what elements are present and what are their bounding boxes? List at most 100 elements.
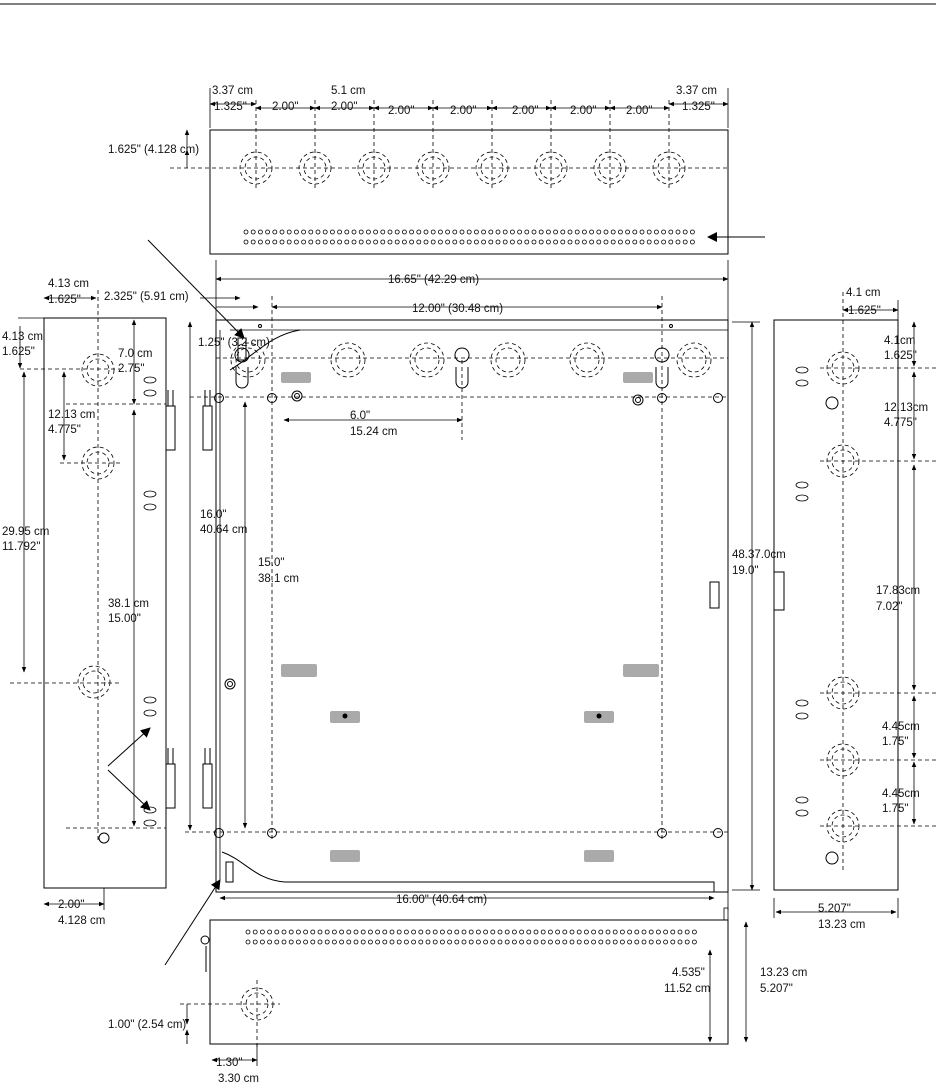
vent-hole (344, 229, 350, 235)
vent-hole (490, 939, 496, 945)
right-depth-in: 5.207" (818, 903, 851, 915)
overall-width-label: 16.65" (42.29 cm) (388, 274, 479, 286)
vent-hole (504, 929, 510, 935)
vent-hole (418, 939, 424, 945)
right-first-gap-in: 1.625" (884, 350, 917, 362)
vent-hole (394, 239, 400, 245)
vent-hole (502, 239, 508, 245)
keyhole-spacing-cm: 15.24 cm (350, 426, 397, 438)
vent-hole (646, 239, 652, 245)
top-flange-curve (229, 329, 301, 371)
vent-hole (257, 229, 263, 235)
right-gap-a-in: 1.75" (882, 736, 908, 748)
vent-hole (274, 929, 280, 935)
vent-hole (337, 239, 343, 245)
vent-hole (315, 239, 321, 245)
vent-hole (259, 939, 265, 945)
vent-hole (692, 929, 697, 935)
vent-hole (445, 229, 451, 235)
vent-hole (447, 939, 453, 945)
knockout-inner (235, 347, 261, 373)
vent-hole (466, 239, 472, 245)
vent-hole (243, 229, 249, 235)
bottom-panel-outline (209, 919, 729, 1045)
vent-hole (447, 929, 453, 935)
vent-hole (329, 239, 335, 245)
vent-hole (288, 939, 294, 945)
left-second-gap-in: 4.775" (48, 424, 81, 436)
vent-hole (353, 939, 359, 945)
knockout (490, 342, 526, 378)
top-pitch-cm: 5.1 cm (331, 85, 366, 97)
vent-hole (432, 929, 438, 935)
left-second-gap-cm: 12.13 cm (48, 409, 95, 421)
top-left-edge-cm: 3.37 cm (212, 85, 253, 97)
vent-hole (272, 229, 278, 235)
top-panel-outline (209, 129, 729, 255)
vent-hole (373, 229, 379, 235)
vent-hole (375, 929, 381, 935)
bottom-flange (221, 851, 715, 892)
vent-hole (546, 239, 551, 245)
vent-hole (245, 939, 251, 945)
vent-hole (454, 929, 460, 935)
vent-hole (648, 939, 654, 945)
vent-hole (562, 929, 568, 935)
vent-hole (620, 939, 625, 945)
keyhole-spacing-in: 6.0" (350, 410, 370, 422)
enclosure-outline (215, 319, 729, 893)
knockout-inner (574, 347, 600, 373)
slot (143, 490, 157, 498)
vent-hole (639, 229, 645, 235)
bottom-edge-offset-cm: 3.30 cm (218, 1073, 259, 1084)
slot (795, 379, 809, 387)
hinge-pointer-b (107, 769, 151, 811)
vent-hole (555, 939, 560, 945)
front-view (147, 239, 760, 966)
top-panel-vents (243, 229, 695, 245)
left-offset-cm: 4.13 cm (48, 278, 89, 290)
vent-hole (690, 229, 695, 235)
vent-hole (432, 939, 438, 945)
vent-hole (584, 939, 589, 945)
vent-hole (574, 239, 580, 245)
vent-hole (416, 239, 422, 245)
vent-hole (488, 229, 494, 235)
vent-hole (589, 239, 594, 245)
vent-hole (646, 229, 652, 235)
vent-hole (380, 229, 386, 235)
vent-hole (365, 239, 371, 245)
vent-hole (682, 239, 688, 245)
left-bottom-offset-cm: 4.128 cm (58, 915, 105, 927)
vent-hole (677, 939, 683, 945)
vent-hole (560, 239, 566, 245)
vent-hole (324, 929, 330, 935)
vent-hole (351, 229, 357, 235)
vent-hole (322, 229, 328, 235)
knockout (330, 342, 366, 378)
inner-height-cm: 38.1 cm (258, 573, 299, 585)
vent-hole (401, 239, 407, 245)
vent-hole (394, 229, 400, 235)
vent-hole (661, 229, 666, 235)
vent-hole (259, 929, 265, 935)
vent-hole (670, 929, 676, 935)
slot (143, 376, 157, 384)
top-pitch-7: 2.00" (626, 105, 652, 117)
vent-hole (517, 229, 522, 235)
vent-hole (510, 239, 515, 245)
left-first-gap-in: 2.75" (118, 363, 144, 375)
vent-hole (380, 239, 386, 245)
vent-hole (423, 229, 429, 235)
top-right-edge-in: 1.325" (682, 101, 715, 113)
vent-hole (367, 939, 373, 945)
vent-hole (461, 929, 467, 935)
vent-hole (675, 229, 681, 235)
vent-hole (596, 229, 602, 235)
vent-hole (360, 939, 366, 945)
vent-hole (654, 239, 659, 245)
grey-pads (281, 372, 659, 862)
vent-hole (286, 239, 292, 245)
vent-hole (353, 929, 359, 935)
top-pitch-1: 2.00" (272, 101, 298, 113)
